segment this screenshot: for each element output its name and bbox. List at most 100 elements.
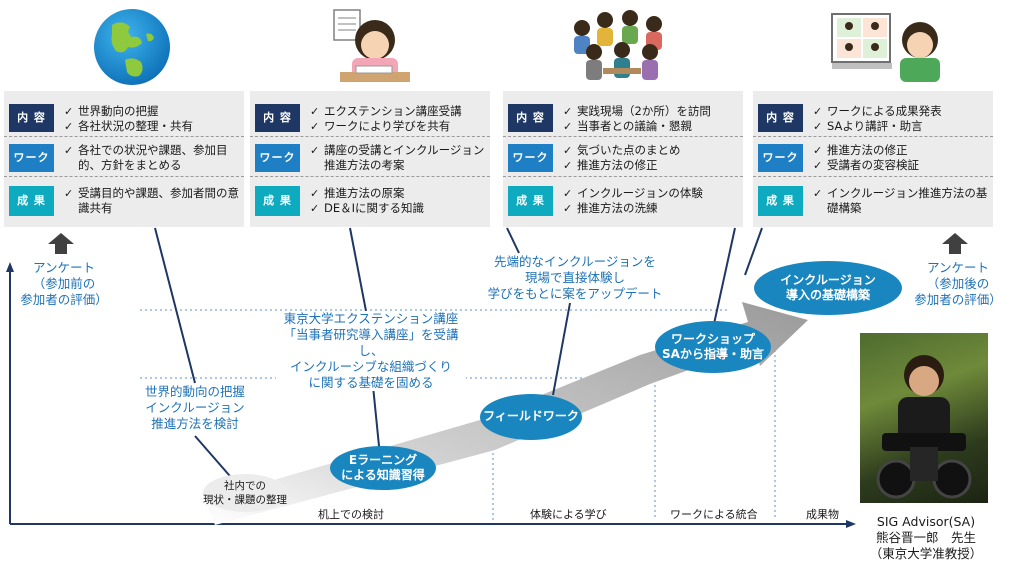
result-items: インクルージョンの体験 推進方法の洗練 <box>563 186 741 216</box>
survey-line: （参加前の <box>32 276 96 291</box>
up-arrow-icon <box>48 233 74 254</box>
list-item: 受講目的や課題、参加者間の意識共有 <box>64 186 242 216</box>
list-item: 世界動向の把握 <box>64 104 242 119</box>
advisor-affiliation: （東京大学准教授） <box>869 546 983 561</box>
phase-card-4: 内 容 ワークによる成果発表 SAより講評・助言 ワーク 推進方法の修正 受講者… <box>753 91 993 227</box>
advisor-photo <box>860 333 988 503</box>
content-items: 世界動向の把握 各社状況の整理・共有 <box>64 104 242 134</box>
result-items: 推進方法の原案 DE＆Iに関する知識 <box>310 186 488 216</box>
annotation-line: に関する基礎を固める <box>308 375 434 390</box>
list-item: 推進方法の原案 <box>310 186 488 201</box>
annotation-phase1: 世界的動向の把握 インクルージョン 推進方法を検討 <box>135 384 255 432</box>
step-line: ワークショップ <box>670 332 755 346</box>
connector-line <box>506 227 520 254</box>
video-meeting-icon <box>831 13 940 82</box>
list-item: 推進方法の洗練 <box>563 201 741 216</box>
result-tag: 成 果 <box>9 186 54 216</box>
annotation-line: 東京大学エクステンション講座 <box>283 311 459 326</box>
list-item: ワークによる成果発表 <box>813 104 991 119</box>
annotation-line: インクルージョン <box>145 400 245 415</box>
result-tag: 成 果 <box>508 186 553 216</box>
list-item: 各社状況の整理・共有 <box>64 119 242 134</box>
step-label-3: フィールドワーク <box>480 409 582 424</box>
x-axis-arrowhead <box>846 520 856 528</box>
content-row: 内 容 エクステンション講座受講 ワークにより学びを共有 <box>250 100 490 137</box>
content-items: エクステンション講座受講 ワークにより学びを共有 <box>310 104 488 134</box>
result-row: 成 果 推進方法の原案 DE＆Iに関する知識 <box>250 182 490 220</box>
list-item: インクルージョンの体験 <box>563 186 741 201</box>
axis-label-experiential: 体験による学び <box>530 508 607 521</box>
list-item: 気づいた点のまとめ <box>563 143 741 158</box>
survey-line: 参加者の評価） <box>20 292 108 307</box>
content-items: ワークによる成果発表 SAより講評・助言 <box>813 104 991 134</box>
phase-card-3: 内 容 実践現場（2か所）を訪問 当事者との議論・懇親 ワーク 気づいた点のまと… <box>503 91 743 227</box>
annotation-phase3: 先端的なインクルージョンを 現場で直接体験し 学びをもとに案をアップデート <box>482 254 668 302</box>
work-row: ワーク 講座の受講とインクルージョン推進方法の考案 <box>250 140 490 177</box>
result-row: 成 果 受講目的や課題、参加者間の意識共有 <box>4 182 244 220</box>
phase-card-2: 内 容 エクステンション講座受講 ワークにより学びを共有 ワーク 講座の受講とイ… <box>250 91 490 227</box>
list-item: 推進方法の修正 <box>813 143 991 158</box>
annotation-line: 現場で直接体験し <box>524 270 625 285</box>
result-items: インクルージョン推進方法の基礎構築 <box>813 186 991 216</box>
step-line: 現状・課題の整理 <box>203 494 287 506</box>
work-tag: ワーク <box>508 144 553 172</box>
survey-title: アンケート <box>32 260 95 275</box>
list-item: SAより講評・助言 <box>813 119 991 134</box>
annotation-line: 先端的なインクルージョンを <box>494 254 656 269</box>
survey-line: （参加後の <box>926 276 990 291</box>
work-items: 推進方法の修正 受講者の変容検証 <box>813 143 991 173</box>
connector-line <box>349 227 367 312</box>
survey-after: アンケート （参加後の 参加者の評価） <box>902 260 1014 308</box>
list-item: 実践現場（2か所）を訪問 <box>563 104 741 119</box>
result-tag: 成 果 <box>758 186 803 216</box>
step-line: フィールドワーク <box>483 409 579 423</box>
content-tag: 内 容 <box>508 104 553 132</box>
content-tag: 内 容 <box>758 104 803 132</box>
work-items: 各社での状況や課題、参加目的、方針をまとめる <box>64 143 242 173</box>
step-label-2: Eラーニング による知識習得 <box>330 453 436 483</box>
step-label-4: ワークショップ SAから指導・助言 <box>655 332 771 362</box>
list-item: 受講者の変容検証 <box>813 158 991 173</box>
work-row: ワーク 気づいた点のまとめ 推進方法の修正 <box>503 140 743 177</box>
axis-label-deliverable: 成果物 <box>806 508 839 521</box>
group-discussion-icon <box>574 10 662 80</box>
step-line: Eラーニング <box>348 453 418 467</box>
result-items: 受講目的や課題、参加者間の意識共有 <box>64 186 242 216</box>
work-items: 気づいた点のまとめ 推進方法の修正 <box>563 143 741 173</box>
step-line: 社内での <box>224 480 266 492</box>
list-item: 講座の受講とインクルージョン推進方法の考案 <box>310 143 488 173</box>
annotation-phase2: 東京大学エクステンション講座 「当事者研究導入講座」を受講し、 インクルーシブな… <box>276 311 466 391</box>
step-bubble-1 <box>203 474 287 512</box>
step-bubble-2 <box>330 446 436 490</box>
survey-line: 参加者の評価） <box>914 292 1002 307</box>
work-row: ワーク 各社での状況や課題、参加目的、方針をまとめる <box>4 140 244 177</box>
connector-line <box>194 435 237 484</box>
advisor-name: 熊谷晋一郎 先生 <box>875 530 976 545</box>
student-studying-icon <box>333 9 410 82</box>
content-tag: 内 容 <box>255 104 300 132</box>
list-item: DE＆Iに関する知識 <box>310 201 488 216</box>
connector-line <box>552 302 571 396</box>
step-bubble-5 <box>754 261 902 315</box>
content-row: 内 容 ワークによる成果発表 SAより講評・助言 <box>753 100 993 137</box>
axis-label-integration: ワークによる統合 <box>670 508 758 521</box>
step-label-1: 社内での 現状・課題の整理 <box>203 479 287 507</box>
list-item: 当事者との議論・懇親 <box>563 119 741 134</box>
connector-line <box>711 227 736 334</box>
work-tag: ワーク <box>758 144 803 172</box>
up-arrow-icon <box>942 233 968 254</box>
axis-label-desk-study: 机上での検討 <box>318 508 384 521</box>
work-tag: ワーク <box>9 144 54 172</box>
connector-line <box>744 227 763 276</box>
step-line: による知識習得 <box>341 468 425 482</box>
content-row: 内 容 世界動向の把握 各社状況の整理・共有 <box>4 100 244 137</box>
advisor-role: SIG Advisor(SA) <box>876 514 976 529</box>
phase-card-1: 内 容 世界動向の把握 各社状況の整理・共有 ワーク 各社での状況や課題、参加目… <box>4 91 244 227</box>
list-item: インクルージョン推進方法の基礎構築 <box>813 186 991 216</box>
list-item: 各社での状況や課題、参加目的、方針をまとめる <box>64 143 242 173</box>
annotation-line: 「当事者研究導入講座」を受講し、 <box>283 327 459 358</box>
content-row: 内 容 実践現場（2か所）を訪問 当事者との議論・懇親 <box>503 100 743 137</box>
content-tag: 内 容 <box>9 104 54 132</box>
result-row: 成 果 インクルージョン推進方法の基礎構築 <box>753 182 993 220</box>
